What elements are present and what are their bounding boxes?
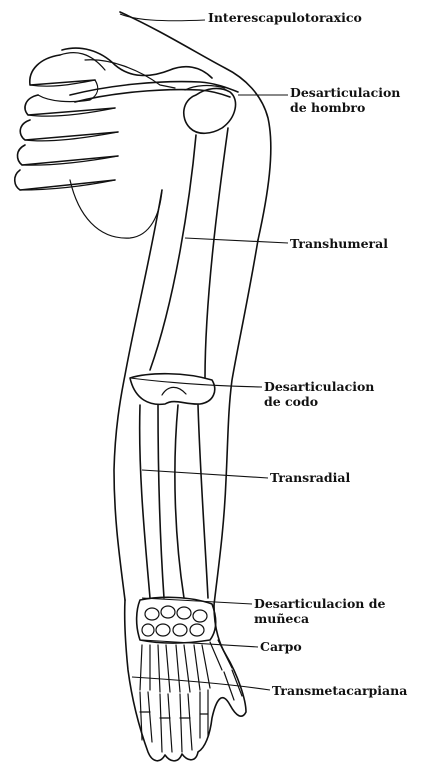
label-transradial: Transradial — [270, 470, 350, 485]
label-desarticulacion-codo: Desarticulacion de codo — [264, 379, 374, 409]
neck-outline — [62, 48, 212, 78]
leader-desarticulacion-codo — [130, 378, 262, 387]
label-transhumeral: Transhumeral — [290, 236, 388, 251]
leader-transmetacarpiana — [132, 677, 270, 690]
leader-interescapulotoraxico — [120, 14, 205, 21]
label-desarticulacion-muneca: Desarticulacion de muñeca — [254, 596, 385, 626]
label-desarticulacion-hombro: Desarticulacion de hombro — [290, 85, 400, 115]
rib-cage — [15, 53, 118, 190]
humerus-head — [184, 88, 236, 133]
label-carpo: Carpo — [260, 639, 302, 654]
phalanges — [140, 670, 242, 752]
elbow-joint — [130, 374, 215, 405]
arm-outline-right — [214, 240, 258, 605]
ulna — [140, 405, 150, 598]
label-interescapulotoraxico: Interescapulotoraxico — [208, 10, 362, 25]
radius — [175, 405, 184, 598]
leader-transhumeral — [185, 238, 288, 243]
label-transmetacarpiana: Transmetacarpiana — [272, 683, 407, 698]
humerus — [150, 135, 196, 370]
leader-transradial — [142, 470, 268, 478]
scapula — [70, 60, 175, 238]
carpal-bones — [137, 597, 216, 643]
leader-desarticulacion-muneca — [142, 598, 252, 604]
body-outline-upper — [120, 12, 271, 240]
